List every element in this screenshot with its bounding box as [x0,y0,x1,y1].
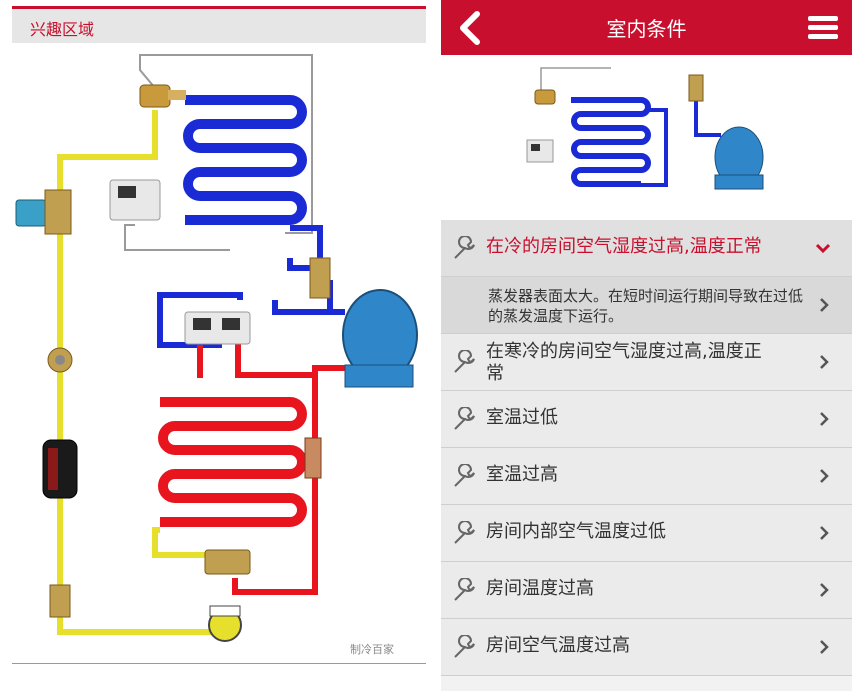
chevron-right-icon [820,469,829,483]
shutoff-valve-icon [49,584,71,618]
filter-drier-icon [42,439,78,499]
wrench-icon [454,350,475,373]
issue-row[interactable]: 在寒冷的房间空气湿度过高,温度正常 [441,334,852,391]
app-screen: 室内条件 [441,0,852,691]
mini-evaporator-valve-icon [688,74,704,102]
evaporator-coil [183,95,307,225]
issue-row[interactable]: 房间空气温度过高 [441,619,852,676]
panel-title: 兴趣区域 [30,20,95,39]
refrigeration-circuit-diagram [15,54,418,642]
evaporator-valve-icon [309,257,331,299]
suction-filter-icon [304,437,322,479]
watermark: 制冷百家 [350,643,394,656]
wrench-icon [454,407,475,430]
chevron-right-icon [820,298,829,312]
pressure-switch-icon [109,179,161,221]
mini-suction-line-2 [694,90,721,137]
hamburger-menu-icon[interactable] [806,14,840,42]
wrench-icon [454,635,475,658]
mini-pressure-switch-icon [526,139,554,163]
page-title: 室内条件 [606,17,687,41]
diagram-panel: 兴趣区域 [12,6,426,664]
chevron-right-icon [820,526,829,540]
expansion-valve-icon [139,84,186,108]
issue-label: 房间内部空气温度过低 [486,521,666,542]
chevron-right-icon [820,412,829,426]
issue-row[interactable]: 房间温度过高 [441,562,852,619]
discharge-line [197,340,345,595]
issue-label: 在寒冷的房间空气湿度过高,温度正常 [486,341,762,384]
issue-row[interactable]: 室温过高 [441,448,852,505]
issue-label: 室温过高 [486,464,558,485]
chevron-left-icon[interactable] [451,8,491,48]
header-accent-line [12,6,426,9]
app-bar: 室内条件 [441,0,852,55]
wrench-icon [454,236,475,259]
chevron-right-icon [820,355,829,369]
mini-evaporator-coil [571,97,651,187]
issue-detail-label: 蒸发器表面太大。在短时间运行期间导致在过低的蒸发温度下运行。 [488,287,804,325]
panel-header: 兴趣区域 [12,9,426,43]
chevron-right-icon [820,583,829,597]
mini-suction-line [636,108,668,187]
mini-compressor-icon [714,126,764,190]
issue-row[interactable]: 房间内部空气温度过低 [441,505,852,562]
issue-label: 在冷的房间空气湿度过高,温度正常 [486,236,762,257]
wrench-icon [454,464,475,487]
chevron-down-icon [815,243,831,254]
wrench-icon [454,521,475,544]
liquid-receiver-valve-icon [204,549,251,575]
capillary-lines [124,54,313,251]
issue-label: 房间空气温度过高 [486,635,630,656]
solenoid-valve-icon [15,189,72,235]
sight-glass-icon [47,347,73,373]
issue-label: 室温过低 [486,407,558,428]
mini-expansion-valve-icon [534,89,556,105]
issue-label: 房间温度过高 [486,578,594,599]
compressor-icon [342,289,418,388]
diagram-thumbnail[interactable] [441,55,852,220]
issue-row-expanded[interactable]: 在冷的房间空气湿度过高,温度正常 [441,220,852,277]
chevron-right-icon [820,640,829,654]
condenser-coil [158,397,307,527]
mini-circuit-diagram [526,67,764,190]
issue-detail-row[interactable]: 蒸发器表面太大。在短时间运行期间导致在过低的蒸发温度下运行。 [441,277,852,334]
receiver-icon [208,605,242,642]
issue-row[interactable]: 室温过低 [441,391,852,448]
dual-pressure-switch-icon [184,311,251,345]
wrench-icon [454,578,475,601]
liquid-bend [152,527,210,558]
panel-footer-line [12,663,426,664]
